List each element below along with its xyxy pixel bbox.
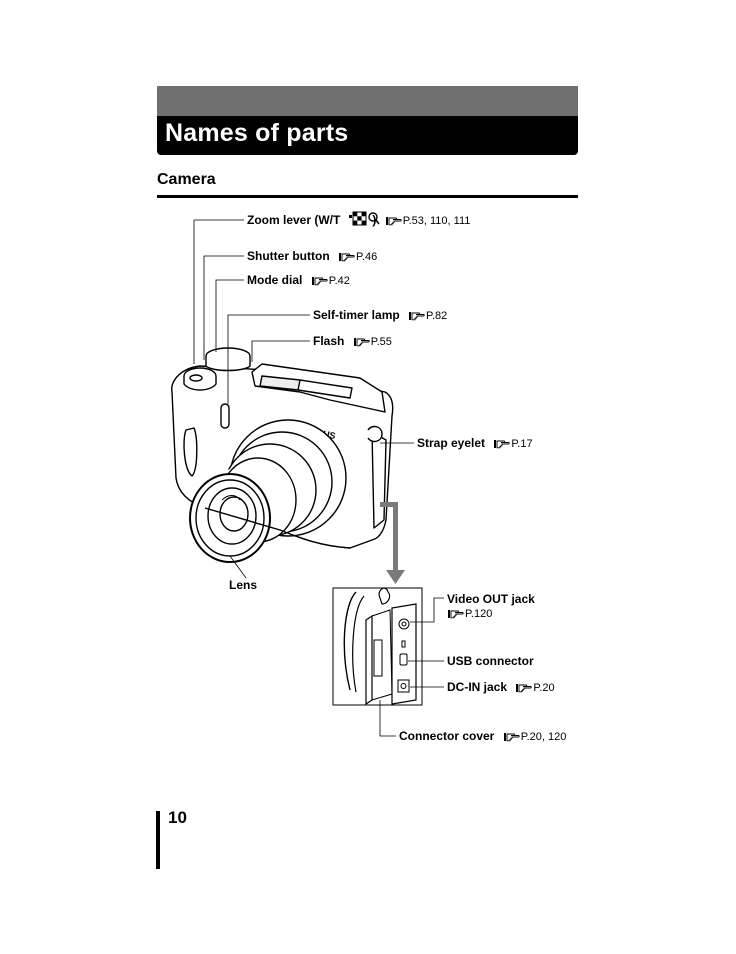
connector-cover-label: Connector cover [399, 729, 495, 743]
page-header-bar: Names of parts [157, 86, 578, 155]
usb-connector-label: USB connector [447, 654, 534, 668]
dc-in-jack-shape [397, 679, 410, 693]
dc-in-jack-label: DC-IN jack [447, 680, 508, 694]
flash-housing [251, 363, 386, 413]
strap-eyelet-label: Strap eyelet [417, 436, 486, 450]
inset-arrow [380, 502, 405, 584]
mode-dial-page-ref: P.42 [328, 275, 350, 287]
page-number: 10 [168, 808, 187, 827]
strap-eyelet-page-ref: P.17 [511, 438, 533, 450]
callout-connector-cover: Connector cover P.20, 120 [399, 729, 566, 744]
self-timer-lamp-label: Self-timer lamp [313, 308, 400, 322]
zoom-lever-page-ref: P.53, 110, 111 [402, 215, 471, 227]
header-black-band: Names of parts [157, 116, 578, 155]
video-out-jack-label: Video OUT jack [447, 592, 535, 606]
zoom-symbols [349, 211, 380, 226]
callout-zoom-lever: Zoom lever (W/T) P.53, 110, 111 [247, 213, 470, 228]
page-title: Names of parts [165, 119, 349, 147]
lens-shape [189, 473, 271, 563]
page-reference-hand-icon [338, 251, 355, 262]
callout-shutter-button: Shutter button P.46 [247, 249, 377, 264]
page-reference-hand-icon [447, 608, 464, 619]
video-out-jack-shape [398, 618, 410, 630]
self-timer-lamp-page-ref: P.82 [426, 310, 448, 322]
zoom-lever-label-end: ) [372, 213, 377, 227]
strap-eyelet-shape [367, 425, 383, 443]
leader-lines [193, 219, 444, 737]
section-divider [157, 195, 578, 198]
page-reference-hand-icon [503, 731, 520, 742]
page-reference-hand-icon [353, 336, 370, 347]
connector-inset [332, 587, 423, 706]
callout-lens: Lens [229, 578, 257, 592]
callout-usb-connector: USB connector [447, 654, 534, 668]
connector-cover-page-ref: P.20, 120 [520, 731, 567, 743]
section-title: Camera [157, 171, 216, 188]
lens-label: Lens [229, 578, 258, 592]
callout-flash: Flash P.55 [313, 334, 392, 349]
page-reference-hand-icon [493, 438, 510, 449]
page-reference-hand-icon [311, 275, 328, 286]
page-reference-hand-icon [408, 310, 425, 321]
callout-video-out-jack: Video OUT jack P.120 [447, 592, 535, 621]
video-out-jack-page-ref: P.120 [465, 608, 493, 620]
self-timer-lamp-shape [220, 403, 230, 429]
callout-self-timer-lamp: Self-timer lamp P.82 [313, 308, 447, 323]
flash-page-ref: P.55 [370, 336, 392, 348]
page-reference-hand-icon [515, 682, 532, 693]
callout-dc-in-jack: DC-IN jack P.20 [447, 680, 555, 695]
header-grey-band [157, 86, 578, 116]
shutter-button-page-ref: P.46 [356, 251, 378, 263]
page-edge-bar [156, 811, 160, 869]
zoom-lever-label: Zoom lever (W/T [247, 213, 341, 227]
callout-strap-eyelet: Strap eyelet P.17 [417, 436, 533, 451]
dc-in-jack-page-ref: P.20 [533, 682, 555, 694]
mode-dial-label: Mode dial [247, 273, 303, 287]
callout-mode-dial: Mode dial P.42 [247, 273, 350, 288]
usb-connector-shape [399, 653, 408, 666]
flash-label: Flash [313, 334, 345, 348]
camera-drawing: OLYMPUS [171, 347, 394, 563]
shutter-button-label: Shutter button [247, 249, 330, 263]
page-reference-hand-icon [385, 215, 402, 226]
